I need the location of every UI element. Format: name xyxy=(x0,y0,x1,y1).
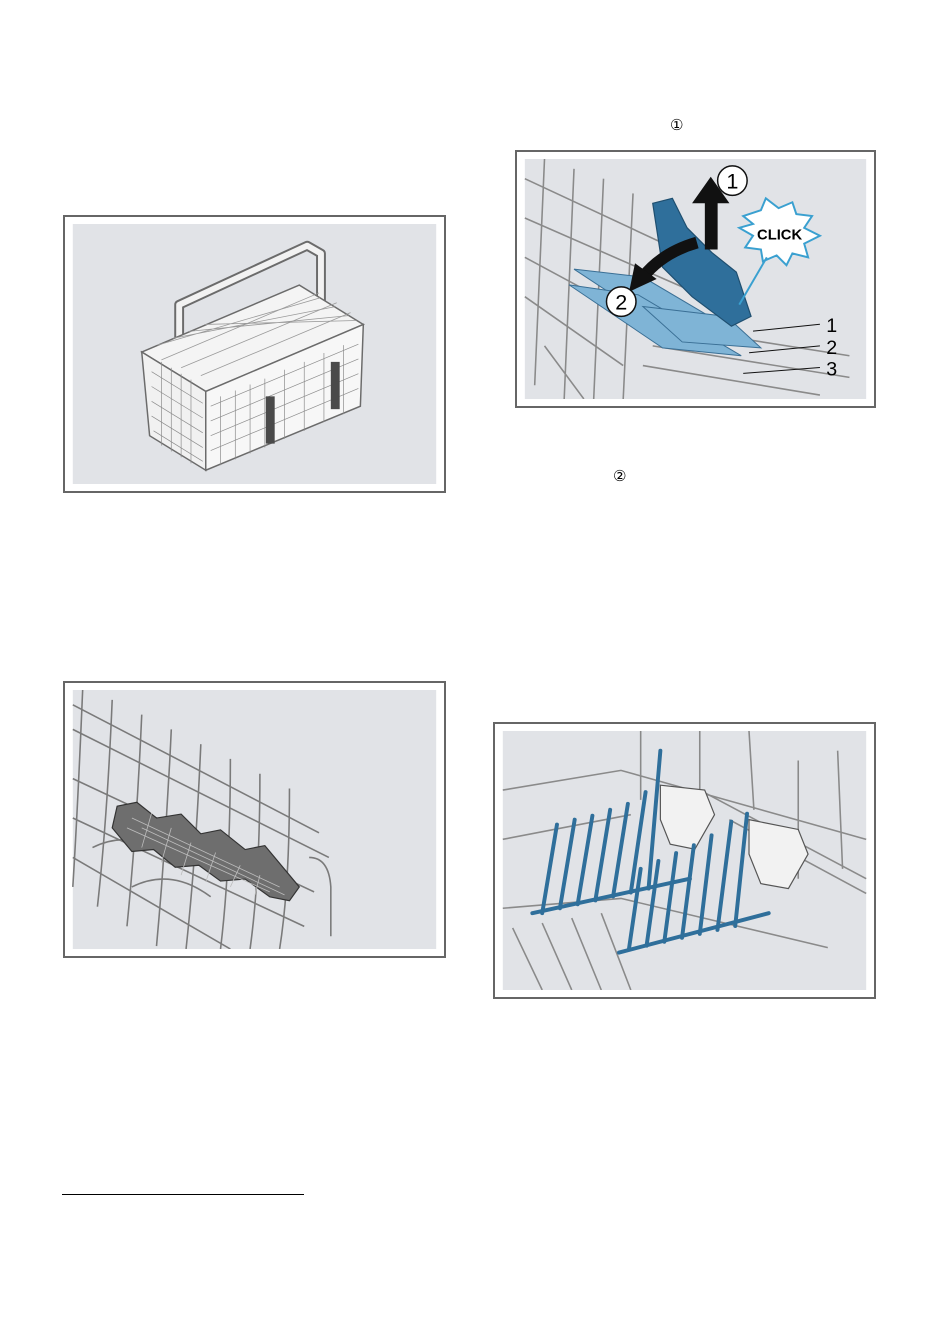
position-label-3: 3 xyxy=(826,358,837,380)
callout-two: 2 xyxy=(615,289,627,314)
rack-removal-icon: 1 2 CLICK 1 2 3 xyxy=(524,159,867,399)
folding-tines-figure xyxy=(493,722,876,999)
footnote-rule xyxy=(62,1194,304,1195)
cutlery-basket-icon xyxy=(72,224,437,484)
position-label-1: 1 xyxy=(826,315,837,337)
step-two-reference: ② xyxy=(613,469,626,484)
position-label-2: 2 xyxy=(826,337,837,359)
knife-shelf-figure xyxy=(63,681,446,958)
folding-tines-icon xyxy=(502,731,867,990)
rack-removal-figure: 1 2 CLICK 1 2 3 xyxy=(515,150,876,408)
callout-one: 1 xyxy=(726,169,738,194)
step-one-reference: ① xyxy=(670,118,683,133)
cutlery-basket-figure xyxy=(63,215,446,493)
click-label: CLICK xyxy=(757,228,802,244)
knife-shelf-icon xyxy=(72,690,437,949)
